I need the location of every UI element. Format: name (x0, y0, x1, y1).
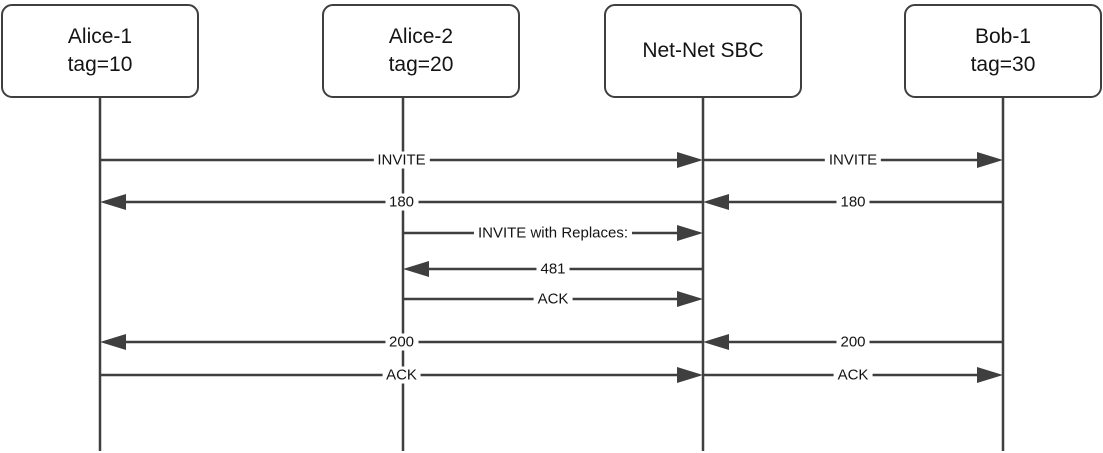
message-label: 180 (384, 193, 419, 211)
message-label: 481 (536, 260, 570, 278)
participant-sbc: Net-Net SBC (604, 4, 802, 98)
message-label: INVITE with Replaces: (473, 224, 633, 242)
participant-label: Alice-2 (388, 25, 454, 49)
participant-bob-1: Bob-1 tag=30 (904, 4, 1102, 98)
message-label: 200 (836, 333, 870, 351)
arrowhead-icon (703, 334, 729, 350)
arrowhead-icon (977, 152, 1003, 168)
message-label: ACK (382, 366, 421, 384)
participant-label: tag=30 (970, 53, 1036, 76)
participant-label: Bob-1 (974, 25, 1032, 49)
arrowhead-icon (977, 367, 1003, 383)
message-label: INVITE (824, 151, 882, 169)
arrowhead-icon (703, 194, 729, 210)
participant-alice-2: Alice-2 tag=20 (322, 4, 520, 98)
arrowhead-icon (403, 261, 429, 277)
message-label: 180 (836, 193, 870, 211)
participant-label: tag=20 (388, 53, 454, 76)
message-label: ACK (533, 290, 573, 308)
arrowhead-icon (677, 225, 703, 241)
message-label: INVITE (373, 151, 430, 169)
participant-label: Alice-1 (67, 25, 133, 49)
arrowhead-icon (677, 291, 703, 307)
participant-label: Net-Net SBC (642, 39, 764, 63)
message-label: 200 (384, 333, 419, 351)
arrowhead-icon (100, 334, 126, 350)
participant-alice-1: Alice-1 tag=10 (1, 4, 199, 98)
message-label: ACK (833, 366, 873, 384)
arrowhead-icon (677, 152, 703, 168)
arrowhead-icon (100, 194, 126, 210)
participant-label: tag=10 (67, 53, 133, 76)
arrowhead-icon (677, 367, 703, 383)
